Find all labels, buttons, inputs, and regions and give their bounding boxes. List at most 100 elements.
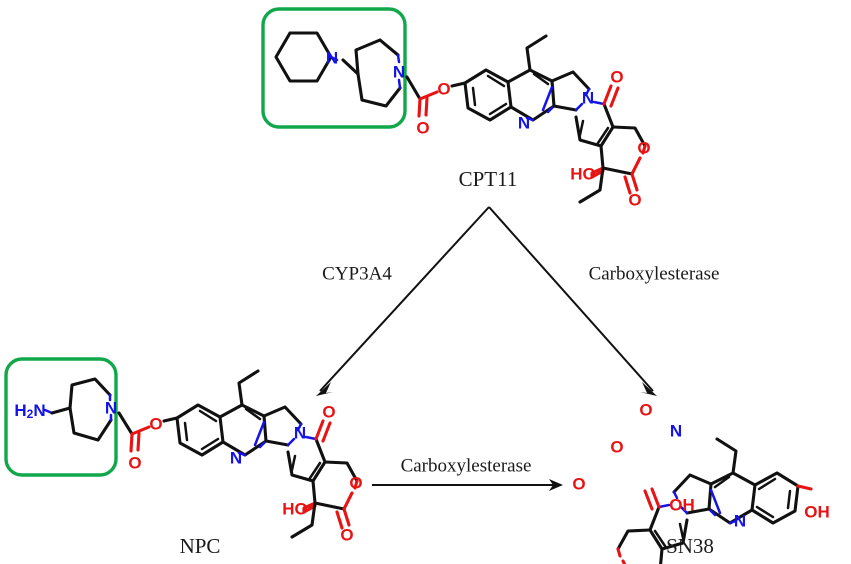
npc-benzene-ring — [175, 403, 225, 457]
cpt11-lactone-co-2 — [623, 175, 632, 195]
npc-ring-n-bonds — [108, 393, 113, 422]
sn38-lactone-lower — [659, 547, 664, 564]
enzyme-label-carboxylesterase-bottom: Carboxylesterase — [401, 456, 532, 477]
sn38-benzene-ring — [750, 471, 800, 525]
sn38-lactone-carbonyl-oxygen-label: O — [572, 475, 585, 494]
cpt11-ethyl-group — [525, 34, 548, 72]
npc-lactam-nitrogen-label: N — [294, 424, 306, 443]
sn38-name-label: SN38 — [666, 534, 714, 558]
npc-nitrogen-label: N — [105, 399, 117, 418]
sn38-ethyl-group — [715, 437, 738, 475]
cpt11-o-aryl-bond — [450, 81, 467, 88]
cpt11-benzene-ring — [463, 68, 513, 122]
sn38-lactam-oxygen-label: O — [639, 401, 652, 420]
sn38-ring-double-1 — [713, 475, 731, 489]
npc-ring-d-upper — [262, 405, 303, 426]
molecule-npc: H2N N O O N — [4, 357, 363, 558]
cpt11-ester-o-bond — [418, 90, 439, 101]
npc-ring-d-n — [286, 422, 303, 447]
cpt11-piperidine-a-ring — [274, 31, 333, 83]
npc-amine-c-bond — [50, 406, 72, 415]
sn38-quinoline-nitrogen-label: N — [734, 512, 746, 531]
npc-pyridone-inner — [290, 454, 322, 480]
sn38-lactam-co-2 — [643, 489, 654, 511]
sn38-ring-d-upper — [672, 473, 713, 494]
sn38-lactone-ring-oxygen-label: O — [610, 438, 623, 457]
npc-lactone-carbonyl-oxygen-label: O — [340, 526, 353, 545]
cpt11-nitrogen-a-label: N — [326, 49, 338, 68]
molecule-cpt11: N N O O N — [261, 7, 651, 210]
cpt11-lactam-nitrogen-label: N — [582, 89, 594, 108]
cpt11-inter-ring-bond — [341, 58, 360, 76]
cpt11-lactone-co-1 — [630, 172, 639, 192]
cpt11-pyridine-inner — [541, 85, 554, 112]
cpt11-lactam-oxygen-label: O — [610, 68, 623, 87]
cpt11-benzene-inner-bonds — [471, 74, 508, 116]
cpt11-c20-ethyl — [578, 166, 605, 204]
cpt11-hydroxyl-label: HO — [570, 165, 596, 184]
cpt11-carbonyl-o-bond2 — [424, 96, 429, 117]
npc-ring-double-1 — [244, 407, 262, 421]
cpt11-n-carbonyl-bond — [405, 75, 422, 101]
sn38-lactam-nitrogen-label: N — [670, 422, 682, 441]
npc-n-c-bond — [304, 435, 318, 441]
sn38-ring-d-lower — [685, 507, 711, 515]
cpt11-carbonyl-o-bond1 — [417, 97, 422, 118]
npc-ethyl-group — [237, 369, 260, 407]
cpt11-ring-d-lower — [552, 104, 578, 112]
npc-piperidine-ring — [68, 377, 113, 442]
sn38-pyridine-inner — [709, 488, 722, 515]
cpt11-ring-double-1 — [532, 72, 550, 86]
cpt11-ring-d-upper — [550, 70, 591, 91]
sn38-pyridone-inner — [653, 522, 685, 548]
arrow-cyp3a4: CYP3A4 — [316, 206, 490, 396]
npc-lactone-o-bond — [353, 479, 359, 490]
sn38-phenol-hydroxyl-label: OH — [804, 503, 830, 522]
npc-amine-label: H2N — [14, 401, 45, 422]
sn38-lactone-ch2 — [616, 528, 652, 551]
npc-benzene-inner — [183, 409, 220, 451]
molecule-sn38 — [616, 437, 813, 564]
npc-lactone-co-1 — [342, 507, 351, 527]
cpt11-lactone-ring-oxygen-label: O — [637, 139, 650, 158]
cpt11-name-label: CPT11 — [459, 167, 518, 191]
cpt11-lactone-o-bond — [641, 144, 647, 155]
sn38-hydroxyl-label: OH — [669, 496, 695, 515]
npc-o-c-lactone — [342, 491, 354, 511]
cpt11-o-c-lactone — [630, 156, 642, 176]
cpt11-n-c-bond — [592, 100, 606, 106]
npc-pyridine-inner — [253, 420, 266, 447]
cpt11-lactam-co-2 — [609, 86, 620, 108]
cpt11-pyridone-inner — [578, 119, 610, 145]
cpt11-nitrogen-b-label: N — [393, 63, 405, 82]
npc-carbonyl-o2 — [136, 431, 141, 452]
cpt11-piperidine-b-ring — [354, 38, 402, 108]
arrow-carboxylesterase-top-line — [488, 206, 654, 392]
arrow-carboxylesterase-bottom: Carboxylesterase — [372, 456, 563, 491]
npc-o-aryl-bond — [162, 416, 179, 423]
npc-lactone-lower — [311, 479, 346, 511]
npc-lactone-ch2 — [323, 460, 359, 483]
npc-ester-oxygen-label: O — [149, 415, 162, 434]
sn38-phenol-o-bond — [796, 484, 813, 491]
cpt11-ester-oxygen-label: O — [437, 80, 450, 99]
sn38-lactam-co-1 — [650, 487, 661, 509]
npc-lactam-co-1 — [314, 419, 325, 441]
cpt11-lactone-lower — [599, 144, 634, 176]
arrow-carboxylesterase-top: Carboxylesterase — [488, 206, 720, 396]
enzyme-label-carboxylesterase-top: Carboxylesterase — [589, 264, 720, 285]
sn38-lactone-o-bond — [616, 547, 622, 558]
cpt11-lactone-carbonyl-oxygen-label: O — [628, 191, 641, 210]
cpt11-carbonyl-oxygen-label: O — [416, 119, 429, 138]
arrow-cyp3a4-head — [316, 382, 333, 396]
sn38-ring-d-n — [672, 490, 689, 515]
npc-c20-ethyl — [290, 501, 317, 539]
npc-quinoline-nitrogen-label: N — [230, 449, 242, 468]
npc-hydroxyl-label: HO — [282, 500, 308, 519]
npc-n-carbonyl-bond — [117, 411, 134, 436]
cpt11-lactam-co-1 — [602, 84, 613, 106]
npc-highlight-box — [4, 357, 118, 477]
npc-lactam-co-2 — [321, 421, 332, 443]
